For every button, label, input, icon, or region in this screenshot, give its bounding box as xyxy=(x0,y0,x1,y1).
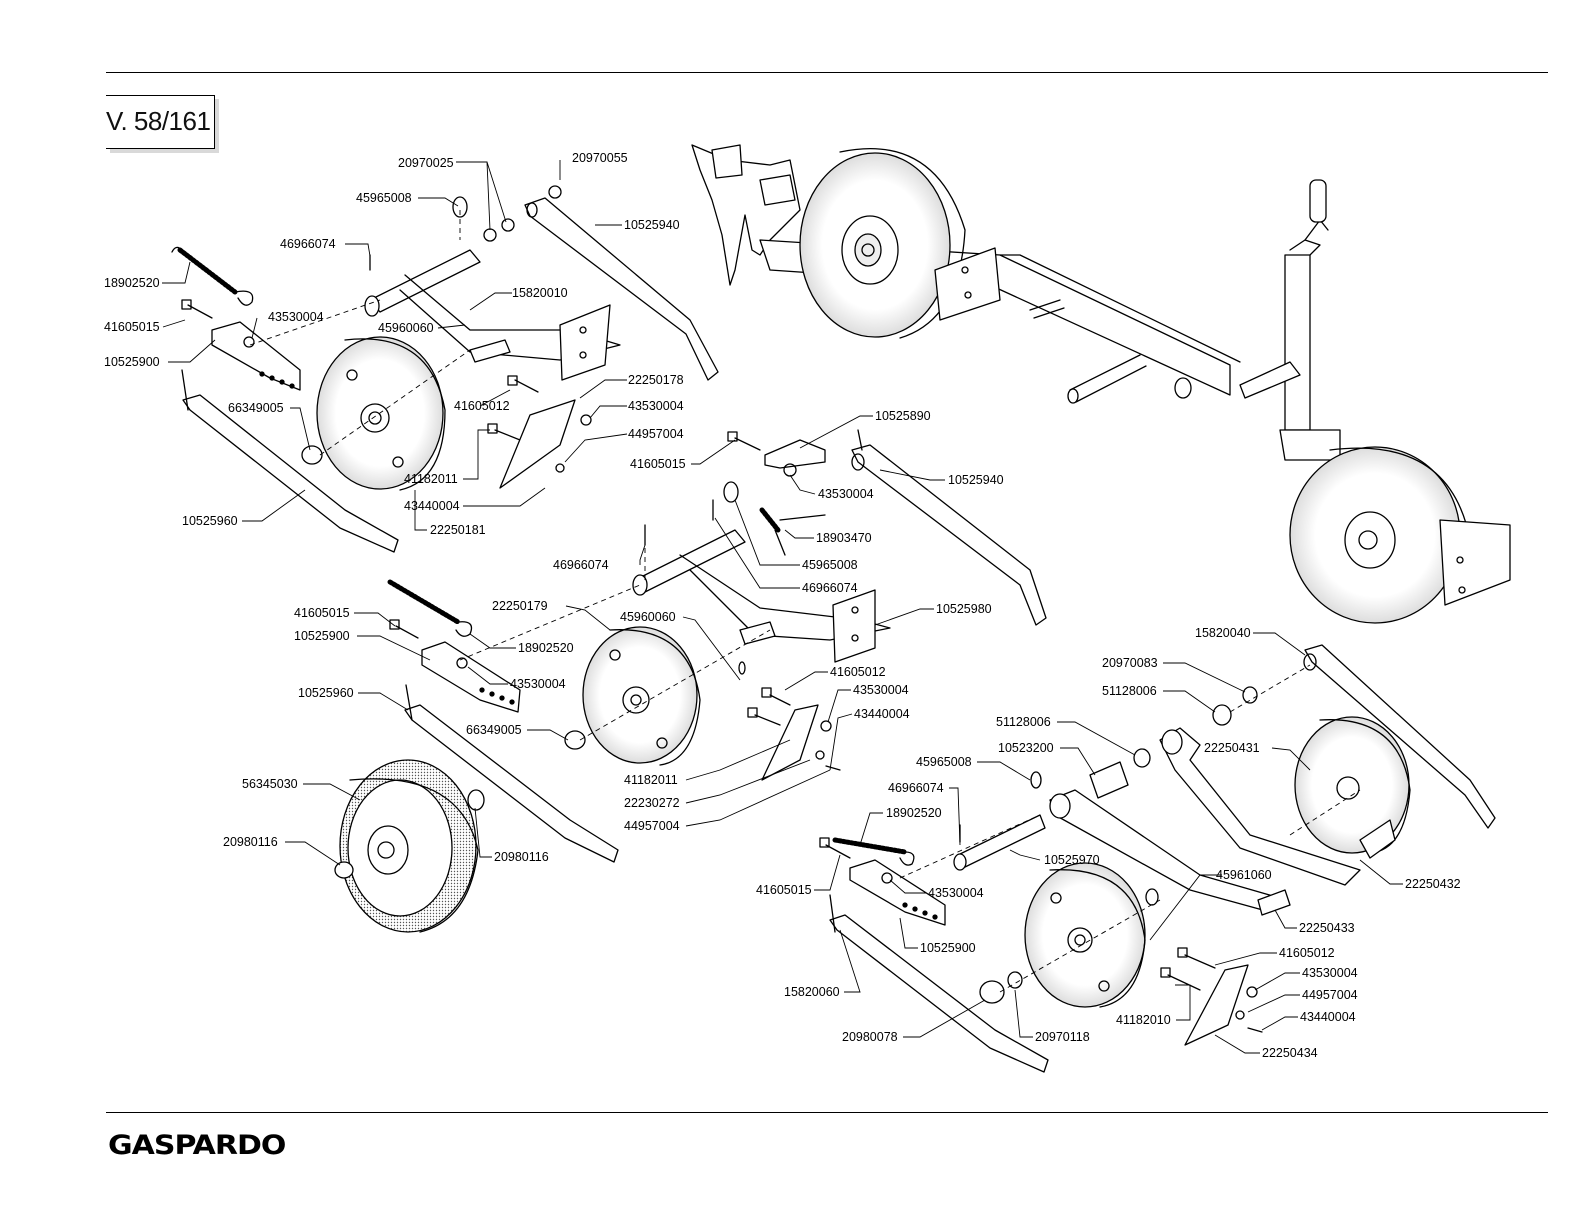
part-label: 10525980 xyxy=(936,602,992,616)
page-reference-tab: V. 58/161 xyxy=(106,95,215,149)
part-label: 22250181 xyxy=(430,523,486,537)
part-label: 43440004 xyxy=(1300,1010,1356,1024)
part-label: 41605012 xyxy=(1279,946,1335,960)
part-label: 20980116 xyxy=(494,850,549,864)
assembly-middle xyxy=(387,429,1047,863)
part-number-labels: 20970025 20970055 45965008 10525940 4696… xyxy=(104,151,1461,1060)
part-label: 15820060 xyxy=(784,985,840,999)
part-label: 15820010 xyxy=(512,286,568,300)
part-label: 43530004 xyxy=(853,683,909,697)
part-label: 20970025 xyxy=(398,156,454,170)
part-label: 44957004 xyxy=(628,427,684,441)
part-label: 43440004 xyxy=(854,707,910,721)
part-label: 43530004 xyxy=(628,399,684,413)
part-label: 43530004 xyxy=(510,677,566,691)
part-label: 18902520 xyxy=(104,276,160,290)
part-label: 18902520 xyxy=(886,806,942,820)
part-label: 10525900 xyxy=(920,941,976,955)
assembly-axis-lines xyxy=(249,210,1361,993)
part-label: 43530004 xyxy=(928,886,984,900)
part-label: 45965008 xyxy=(916,755,972,769)
brand-logo: GASPARDO xyxy=(108,1129,286,1162)
part-label: 44957004 xyxy=(624,819,680,833)
part-label: 46966074 xyxy=(888,781,944,795)
part-label: 22250179 xyxy=(492,599,548,613)
part-label: 15820040 xyxy=(1195,626,1251,640)
part-label: 43440004 xyxy=(404,499,460,513)
part-label: 22250434 xyxy=(1262,1046,1318,1060)
part-label: 22250432 xyxy=(1405,877,1461,891)
part-label: 10525960 xyxy=(298,686,354,700)
part-label: 22250433 xyxy=(1299,921,1355,935)
part-label: 56345030 xyxy=(242,777,298,791)
part-label: 10525890 xyxy=(875,409,931,423)
part-label: 20980078 xyxy=(842,1030,898,1044)
top-rule xyxy=(106,72,1548,73)
part-label: 10525900 xyxy=(294,629,350,643)
part-label: 66349005 xyxy=(466,723,522,737)
part-label: 22250178 xyxy=(628,373,684,387)
part-label: 41182010 xyxy=(1116,1013,1171,1027)
part-label: 51128006 xyxy=(996,715,1051,729)
main-frame-assembly xyxy=(691,144,1511,624)
part-label: 41605015 xyxy=(756,883,812,897)
part-label: 41605015 xyxy=(294,606,350,620)
part-label: 18903470 xyxy=(816,531,872,545)
part-label: 10525970 xyxy=(1044,853,1100,867)
part-label: 41605015 xyxy=(630,457,686,471)
part-label: 20970055 xyxy=(572,151,628,165)
part-label: 45965008 xyxy=(802,558,858,572)
solid-wheel-56345030 xyxy=(334,759,485,933)
part-label: 41605012 xyxy=(454,399,510,413)
part-label: 41182011 xyxy=(404,472,458,486)
part-label: 45965008 xyxy=(356,191,412,205)
part-label: 22250431 xyxy=(1204,741,1260,755)
part-label: 41605012 xyxy=(830,665,886,679)
bottom-rule xyxy=(106,1112,1548,1113)
assembly-upper-left xyxy=(171,185,719,553)
callout-leaders xyxy=(162,160,1403,1054)
part-label: 45960060 xyxy=(620,610,676,624)
part-label: 44957004 xyxy=(1302,988,1358,1002)
part-label: 46966074 xyxy=(802,581,858,595)
part-label: 41605015 xyxy=(104,320,160,334)
part-label: 41182011 xyxy=(624,773,678,787)
assembly-lower-right xyxy=(819,644,1496,1073)
part-label: 20970118 xyxy=(1035,1030,1090,1044)
part-label: 45961060 xyxy=(1216,868,1272,882)
part-label: 51128006 xyxy=(1102,684,1157,698)
part-label: 10525940 xyxy=(948,473,1004,487)
part-label: 10525940 xyxy=(624,218,680,232)
part-label: 43530004 xyxy=(268,310,324,324)
part-label: 45960060 xyxy=(378,321,434,335)
part-label: 20980116 xyxy=(223,835,278,849)
part-label: 20970083 xyxy=(1102,656,1158,670)
part-label: 22230272 xyxy=(624,796,680,810)
part-label: 10523200 xyxy=(998,741,1054,755)
part-label: 66349005 xyxy=(228,401,284,415)
part-label: 10525960 xyxy=(182,514,238,528)
page-reference: V. 58/161 xyxy=(106,106,211,136)
part-label: 46966074 xyxy=(553,558,609,572)
part-label: 43530004 xyxy=(1302,966,1358,980)
part-label: 10525900 xyxy=(104,355,160,369)
part-label: 18902520 xyxy=(518,641,574,655)
part-label: 43530004 xyxy=(818,487,874,501)
part-label: 46966074 xyxy=(280,237,336,251)
